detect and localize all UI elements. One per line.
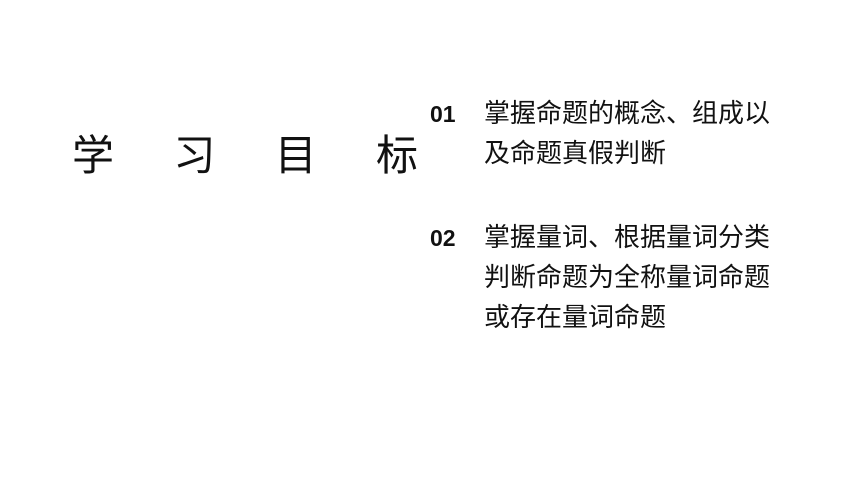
- objective-item-1: 01 掌握命题的概念、组成以及命题真假判断: [430, 94, 830, 174]
- objectives-list: 01 掌握命题的概念、组成以及命题真假判断 02 掌握量词、根据量词分类判断命题…: [430, 94, 830, 338]
- objective-text-1: 掌握命题的概念、组成以及命题真假判断: [484, 99, 771, 169]
- slide-title: 学 习 目 标: [72, 131, 442, 180]
- objective-number-1: 01: [430, 101, 456, 127]
- objective-text-2: 掌握量词、根据量词分类判断命题为全称量词命题或存在量词命题: [484, 223, 771, 333]
- objective-number-2: 02: [430, 225, 456, 251]
- objective-item-2: 02 掌握量词、根据量词分类判断命题为全称量词命题或存在量词命题: [430, 218, 830, 338]
